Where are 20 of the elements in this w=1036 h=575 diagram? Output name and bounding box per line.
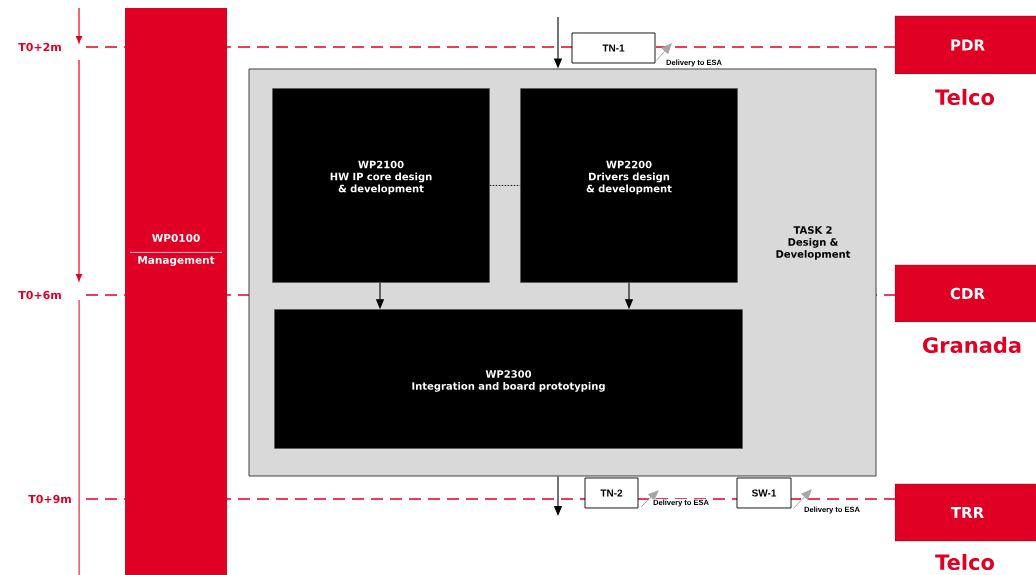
milestone-box: TRR: [894, 483, 1036, 542]
work-package-box: WP2200 Drivers design & development: [520, 88, 738, 283]
place-label: Granada: [923, 336, 1021, 354]
time-label: T0+6m: [18, 290, 61, 300]
delivery-arrow: [640, 490, 659, 507]
delivery-arrow: [792, 489, 812, 509]
document-box: TN-1: [571, 32, 656, 64]
work-package-box: WP2100 HW IP core design & development: [272, 88, 490, 283]
place-label: Telco: [935, 88, 995, 106]
work-package-box: WP2300 Integration and board prototyping: [274, 309, 743, 449]
time-label: T0+2m: [18, 42, 61, 52]
connector-line: [489, 185, 521, 186]
bar-block: WP0100 Management: [125, 8, 227, 575]
document-box: SW-1: [736, 477, 792, 509]
place-label: Telco: [935, 553, 995, 571]
milestone-box: CDR: [894, 264, 1036, 323]
time-label: T0+9m: [28, 494, 71, 504]
milestone-box: PDR: [894, 15, 1036, 75]
document-box: TN-2: [584, 477, 639, 509]
delivery-arrow: [655, 43, 672, 61]
